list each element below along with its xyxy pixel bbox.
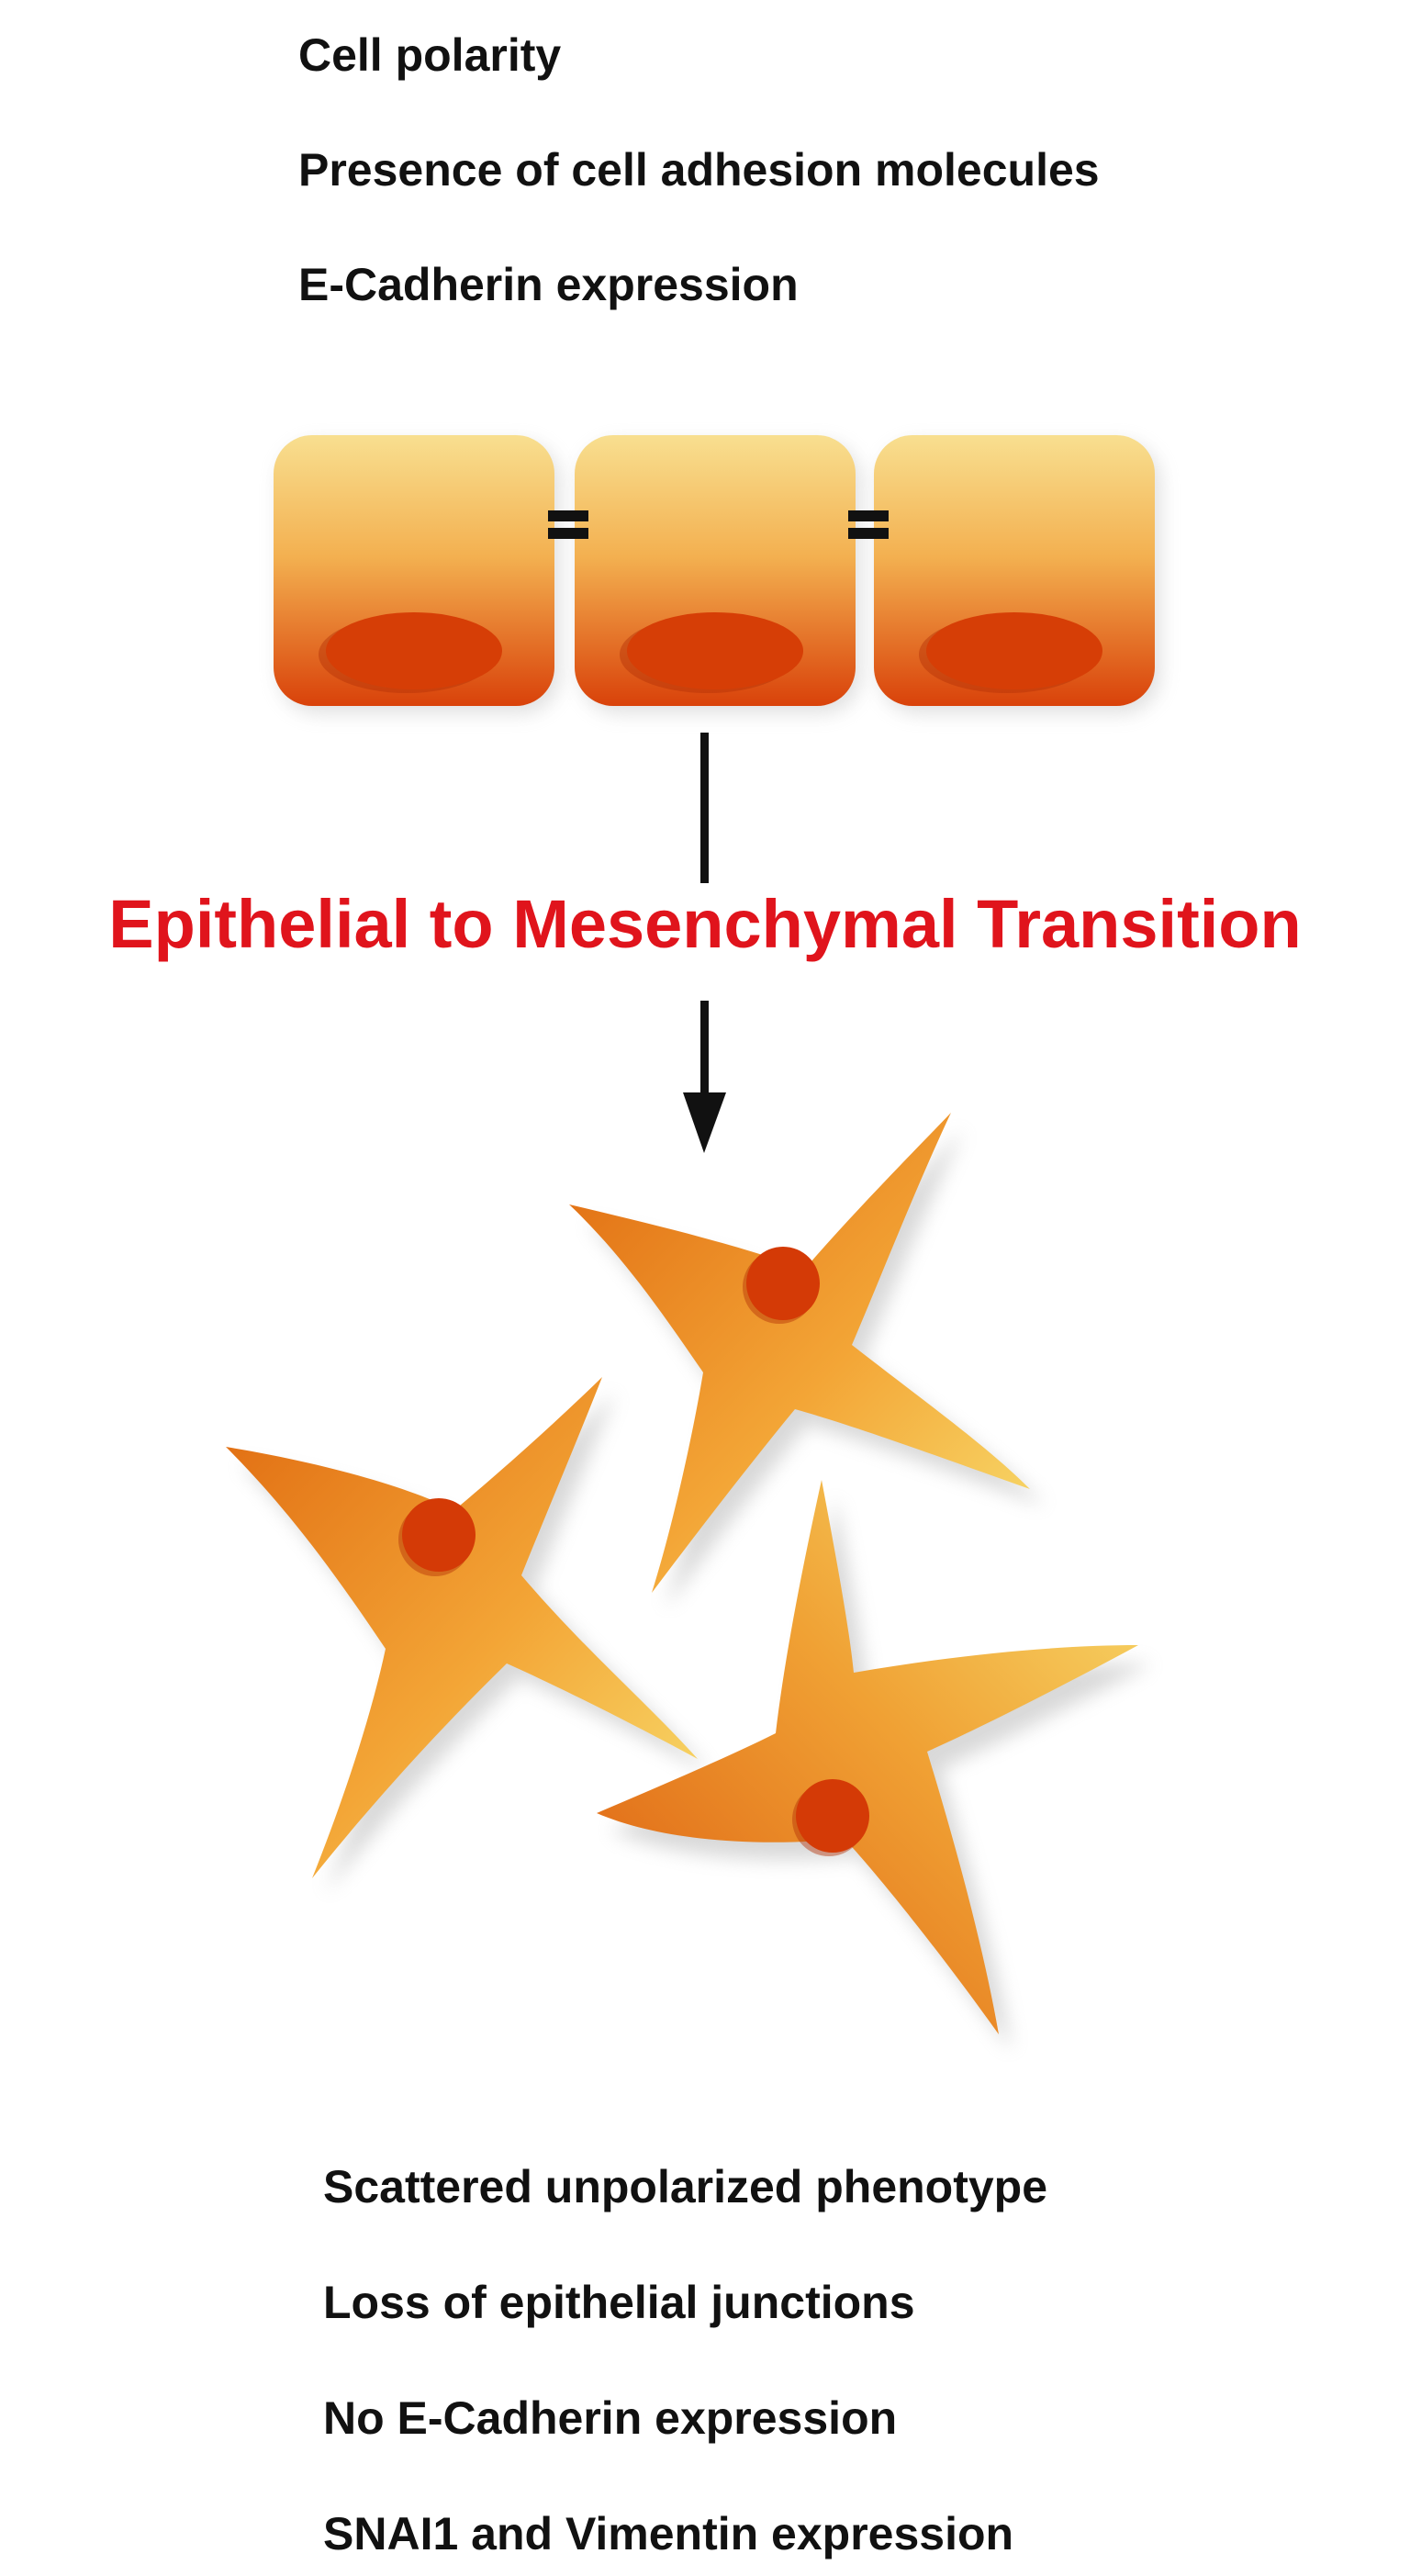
mesenchymal-cell [569, 1113, 1045, 1608]
epithelial-cell-group [274, 435, 1160, 713]
cell-junction [848, 510, 889, 539]
nucleus [402, 1498, 476, 1572]
mesenchymal-cell [597, 1480, 1152, 2051]
cell-junction [548, 510, 588, 539]
mesenchymal-feature-item: Scattered unpolarized phenotype [323, 2161, 1048, 2212]
nucleus [627, 612, 803, 689]
mesenchymal-cell-group [226, 1113, 1152, 2051]
process-title: Epithelial to Mesenchymal Transition [108, 886, 1302, 962]
transition-arrow [683, 733, 726, 1153]
epithelial-feature-item: E-Cadherin expression [298, 259, 799, 310]
epithelial-feature-item: Presence of cell adhesion molecules [298, 144, 1100, 196]
epithelial-cell [274, 435, 560, 713]
mesenchymal-cell [226, 1377, 711, 1893]
mesenchymal-feature-item: Loss of epithelial junctions [323, 2277, 915, 2328]
mesenchymal-feature-item: No E-Cadherin expression [323, 2392, 898, 2444]
nucleus [326, 612, 502, 689]
epithelial-cell [874, 435, 1160, 713]
mesenchymal-feature-item: SNAI1 and Vimentin expression [323, 2508, 1014, 2559]
nucleus [926, 612, 1102, 689]
epithelial-cell [575, 435, 861, 713]
epithelial-feature-item: Cell polarity [298, 29, 562, 81]
nucleus [746, 1247, 820, 1320]
nucleus [796, 1779, 869, 1853]
